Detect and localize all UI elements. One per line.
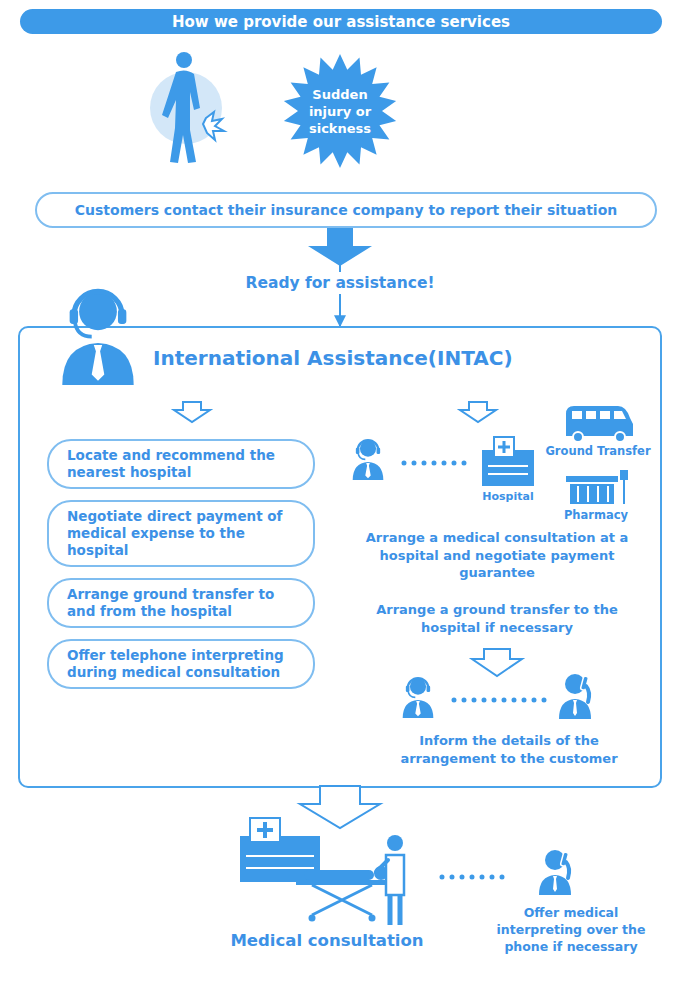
service-box: Offer telephone interpreting during medi…	[47, 639, 315, 689]
status-label: Ready for assistance!	[240, 272, 439, 294]
customer-icon	[539, 850, 571, 895]
branch-arrow	[460, 402, 496, 422]
box-text: Customers contact their insurance compan…	[75, 202, 617, 218]
step-text: Arrange a ground transfer to the hospita…	[372, 601, 622, 636]
intac-operator-icon	[62, 291, 133, 384]
box-text: How we provide our assistance services	[172, 13, 510, 31]
icon-label: Ground Transfer	[545, 443, 650, 459]
step-text: Arrange a medical consultation at a hosp…	[361, 529, 633, 582]
dotted-link	[454, 698, 545, 703]
service-box: Locate and recommend the nearest hospita…	[47, 439, 315, 489]
operator-icon	[353, 440, 384, 480]
icon-label: Pharmacy	[564, 507, 628, 523]
dotted-link	[404, 461, 470, 466]
icon-label: Hospital	[482, 489, 533, 505]
consultation-scene	[240, 818, 404, 925]
branch-arrow	[174, 402, 210, 422]
outflow-arrow	[300, 786, 380, 828]
service-box: Arrange ground transfer to and from the …	[47, 578, 315, 628]
pharmacy-icon	[566, 470, 628, 504]
hospital-icon	[482, 437, 534, 486]
title-band: How we provide our assistance services	[20, 9, 662, 34]
box-text: Locate and recommend the nearest hospita…	[67, 447, 301, 481]
panel-heading: International Assistance(INTAC)	[153, 346, 513, 370]
customer-icon	[559, 674, 591, 719]
service-box: Negotiate direct payment of medical expe…	[47, 500, 315, 567]
dotted-link	[442, 875, 505, 880]
injured-person	[150, 52, 224, 163]
box-text: Arrange ground transfer to and from the …	[67, 586, 301, 620]
box-text: Negotiate direct payment of medical expe…	[67, 508, 301, 559]
operator-icon	[403, 678, 434, 718]
step-text: Inform the details of the arrangement to…	[387, 732, 631, 767]
scene-label: Medical consultation	[230, 930, 423, 951]
step-arrow	[472, 649, 522, 676]
scene-text: Offer medical interpreting over the phon…	[480, 904, 662, 955]
event-burst: Sudden injury or sickness	[283, 54, 397, 168]
contact-box: Customers contact their insurance compan…	[35, 192, 657, 228]
van-icon	[566, 406, 633, 442]
box-text: Offer telephone interpreting during medi…	[67, 647, 301, 681]
box-text: Sudden injury or sickness	[303, 86, 377, 137]
